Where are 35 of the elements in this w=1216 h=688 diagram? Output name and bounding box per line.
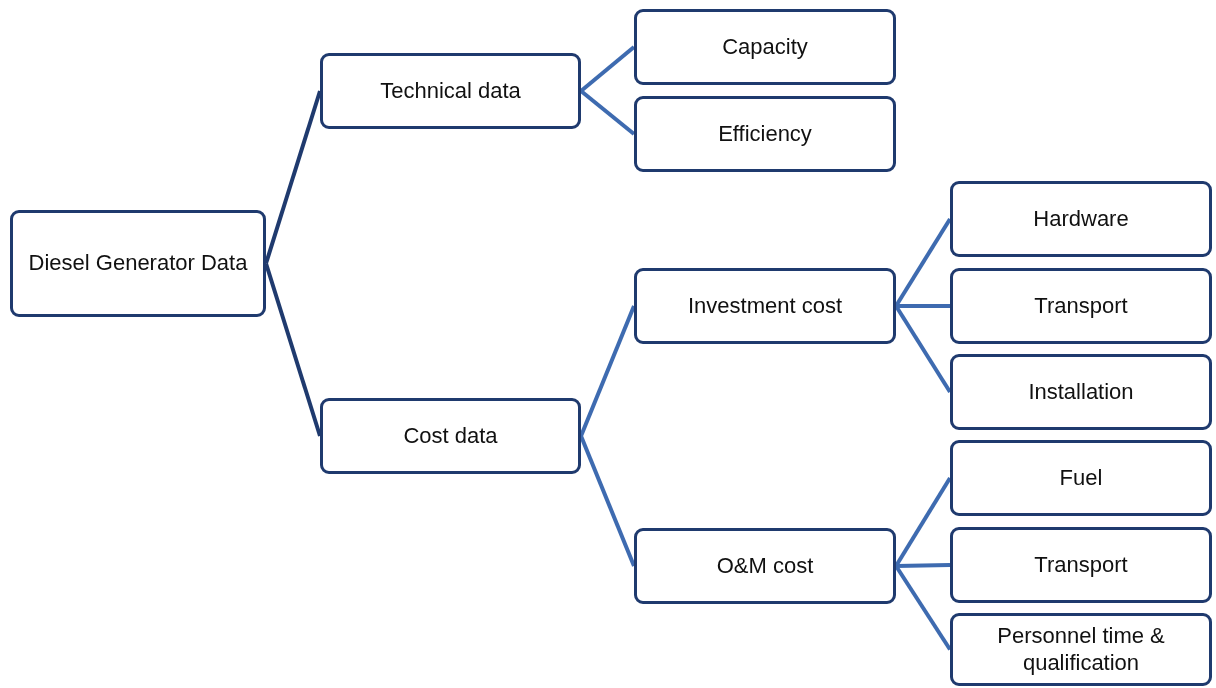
tree-node-box [634, 9, 896, 85]
connector-line [895, 563, 951, 568]
tree-node-box [950, 613, 1212, 686]
node-label: Transport [1034, 551, 1128, 579]
tree-node-box [320, 53, 581, 129]
connector-line [579, 89, 636, 136]
node-label: Hardware [1033, 205, 1129, 233]
tree-node-box [950, 440, 1212, 516]
node-label: Cost data [403, 422, 498, 450]
tree-node-box [950, 527, 1212, 603]
connector-line [896, 304, 950, 308]
node-label: Technical data [380, 77, 521, 105]
node-label: Capacity [722, 33, 808, 61]
tree-node-box [10, 210, 266, 317]
connector-line [894, 564, 952, 651]
connector-line [579, 435, 636, 567]
tree-node-box [634, 96, 896, 172]
tree-node-box [634, 268, 896, 344]
node-label: Transport [1034, 292, 1128, 320]
node-label: O&M cost [716, 552, 814, 580]
node-label: Personnel time & qualification [996, 623, 1166, 676]
node-label: Fuel [1059, 464, 1103, 492]
connector-line [579, 45, 636, 93]
connector-line [264, 262, 322, 437]
node-label: Efficiency [718, 120, 812, 148]
node-label: Installation [1028, 378, 1134, 406]
connector-line [264, 90, 322, 265]
tree-node-box [634, 528, 896, 604]
node-label: Diesel Generator Data [28, 250, 248, 277]
tree-node-box [320, 398, 581, 474]
tree-node-box [950, 354, 1212, 430]
tree-node-box [950, 268, 1212, 344]
connector-line [579, 305, 636, 437]
node-label: Investment cost [687, 292, 843, 320]
tree-node-box [950, 181, 1212, 257]
